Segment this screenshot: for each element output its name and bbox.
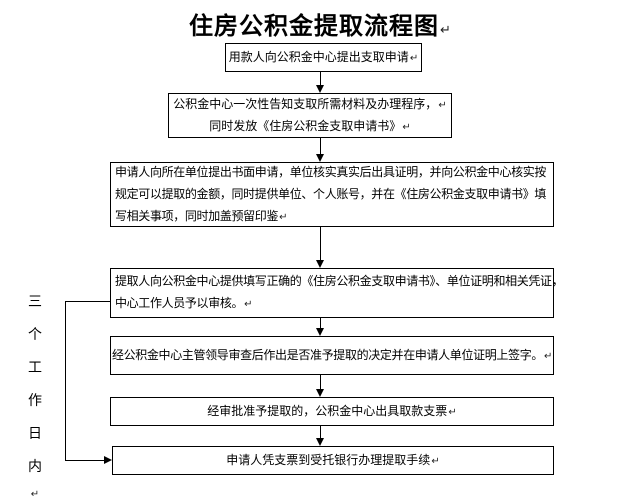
- flow-step-3-text: 写相关事项，同时加盖预留印鉴: [115, 208, 279, 223]
- side-label-char: 个: [28, 326, 42, 342]
- flow-step-2-line: 公积金中心一次性告知支取所需材料及办理程序，↵: [169, 94, 451, 116]
- flow-step-1-text: 用款人向公积金中心提出支取申请: [228, 49, 409, 64]
- flow-step-3-text: 申请人向所在单位提出书面申请，单位核实真实后出具证明，并向公积金中心核实按: [115, 164, 547, 179]
- flow-step-3-text: 规定可以提取的金额，同时提供单位、个人账号，并在《住房公积金支取申请书》填: [115, 186, 547, 201]
- flow-step-2-line: 同时发放《住房公积金支取申请书》↵: [169, 116, 451, 138]
- flow-step-7-line: 申请人凭支票到受托银行办理提取手续↵: [113, 450, 553, 472]
- connector-line-3: [320, 227, 321, 261]
- flow-step-4: 提取人向公积金中心提供填写正确的《住房公积金支取申请书》、单位证明和相关凭证， …: [110, 268, 564, 318]
- flow-step-5-text: 经公积金中心主管领导审查后作出是否准予提取的决定并在申请人单位证明上签字。: [111, 347, 544, 362]
- bracket-connector-vertical: [65, 301, 66, 461]
- flow-step-7-text: 申请人凭支票到受托银行办理提取手续: [226, 452, 431, 467]
- connector-line-4: [320, 318, 321, 329]
- paragraph-mark-icon: ↵: [448, 406, 457, 418]
- connector-line-2: [320, 138, 321, 155]
- flow-step-4-line: 中心工作人员予以审核。↵: [115, 293, 549, 315]
- flow-step-3-line: 申请人向所在单位提出书面申请，单位核实真实后出具证明，并向公积金中心核实按: [115, 162, 549, 184]
- bracket-connector-bottom: [65, 460, 104, 461]
- paragraph-mark-icon: ↵: [402, 121, 411, 133]
- side-label-char: 工: [28, 359, 42, 375]
- page-title-text: 住房公积金提取流程图: [189, 13, 440, 40]
- side-label-char: 作: [28, 392, 42, 408]
- paragraph-mark-icon: ↵: [438, 99, 447, 111]
- flow-step-7: 申请人凭支票到受托银行办理提取手续↵: [112, 446, 554, 475]
- flow-step-1: 用款人向公积金中心提出支取申请↵: [225, 43, 422, 72]
- bracket-connector-top: [65, 301, 110, 302]
- side-label-three-working-days: 三 个 工 作 日 内 ↵: [24, 291, 46, 500]
- paragraph-mark-icon: ↵: [440, 23, 452, 38]
- flow-step-2-text: 公积金中心一次性告知支取所需材料及办理程序，: [173, 96, 438, 111]
- flow-step-2-text: 同时发放《住房公积金支取申请书》: [209, 118, 402, 133]
- arrow-down-icon-3: [316, 260, 324, 268]
- flow-step-3-line: 写相关事项，同时加盖预留印鉴↵: [115, 206, 549, 228]
- flow-step-5: 经公积金中心主管领导审查后作出是否准予提取的决定并在申请人单位证明上签字。↵: [110, 336, 554, 375]
- paragraph-mark-icon: ↵: [544, 350, 553, 362]
- flow-step-5-line: 经公积金中心主管领导审查后作出是否准予提取的决定并在申请人单位证明上签字。↵: [111, 345, 553, 367]
- flow-step-1-line: 用款人向公积金中心提出支取申请↵: [226, 47, 421, 69]
- page-title: 住房公积金提取流程图↵: [0, 6, 641, 41]
- flow-step-4-line: 提取人向公积金中心提供填写正确的《住房公积金支取申请书》、单位证明和相关凭证，: [115, 271, 564, 293]
- arrow-down-icon-5: [316, 389, 324, 397]
- flow-step-4-text: 提取人向公积金中心提供填写正确的《住房公积金支取申请书》、单位证明和相关凭证，: [115, 274, 564, 288]
- paragraph-mark-icon: ↵: [279, 211, 288, 223]
- paragraph-mark-icon: ↵: [431, 455, 440, 467]
- paragraph-mark-icon: ↵: [409, 52, 419, 64]
- flow-step-3: 申请人向所在单位提出书面申请，单位核实真实后出具证明，并向公积金中心核实按 规定…: [110, 162, 554, 227]
- connector-line-5: [320, 375, 321, 390]
- flow-step-6-text: 经审批准予提取的，公积金中心出具取款支票: [207, 403, 448, 418]
- paragraph-mark-icon: ↵: [30, 489, 40, 500]
- side-label-char: 三: [28, 293, 42, 309]
- arrow-right-icon: [104, 456, 112, 464]
- connector-line-6: [320, 426, 321, 439]
- arrow-down-icon-6: [316, 438, 324, 446]
- flow-step-3-line: 规定可以提取的金额，同时提供单位、个人账号，并在《住房公积金支取申请书》填: [115, 184, 549, 206]
- arrow-down-icon-1: [316, 85, 324, 93]
- side-label-char: 日: [28, 425, 42, 441]
- flow-step-4-text: 中心工作人员予以审核。: [115, 296, 244, 310]
- arrow-down-icon-2: [316, 154, 324, 162]
- flow-step-2: 公积金中心一次性告知支取所需材料及办理程序，↵ 同时发放《住房公积金支取申请书》…: [168, 93, 452, 138]
- connector-line-1: [320, 72, 321, 86]
- paragraph-mark-icon: ↵: [244, 299, 253, 310]
- flow-step-6: 经审批准予提取的，公积金中心出具取款支票↵: [110, 397, 554, 426]
- arrow-down-icon-4: [316, 328, 324, 336]
- flow-step-6-line: 经审批准予提取的，公积金中心出具取款支票↵: [111, 401, 553, 423]
- side-label-char: 内: [28, 458, 42, 474]
